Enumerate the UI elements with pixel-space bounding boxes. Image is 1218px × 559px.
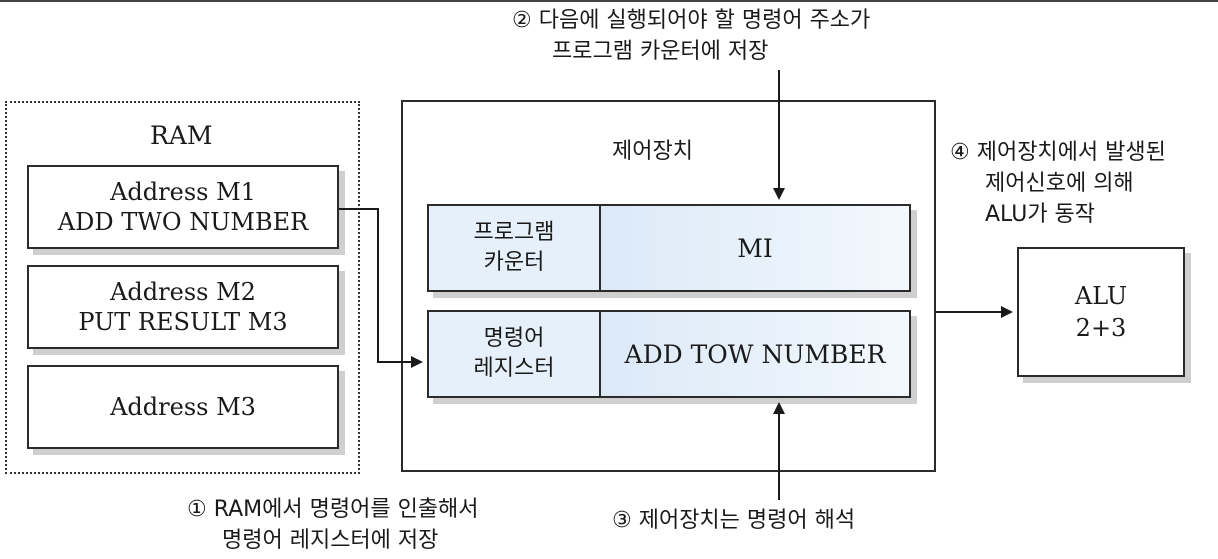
step2-caption-line2: 프로그램 카운터에 저장 [552,39,769,64]
alu-box: ALU 2+3 [1017,247,1185,377]
ram-cell-m1: Address M1 ADD TWO NUMBER [27,165,339,249]
instruction-register-label: 명령어 레지스터 [429,312,601,396]
instruction-register: 명령어 레지스터 ADD TOW NUMBER [427,310,911,398]
instruction-register-label-line2: 레지스터 [473,356,555,381]
program-counter-label: 프로그램 카운터 [429,206,601,290]
ram-group [5,101,360,474]
ram-cell-m2-content: PUT RESULT M3 [78,308,288,336]
ram-cell-m1-address: Address M1 [110,178,256,206]
alu-value: 2+3 [1075,314,1127,342]
ram-title: RAM [150,121,213,150]
instruction-register-label-line1: 명령어 [483,326,545,351]
top-border-line [0,0,1218,2]
step2-caption-line1: ② 다음에 실행되어야 할 명령어 주소가 [512,8,871,33]
program-counter-label-line2: 카운터 [483,250,545,275]
step3-caption: ③ 제어장치는 명령어 해석 [612,508,856,533]
ram-cell-m1-content: ADD TWO NUMBER [57,208,309,236]
step1-caption-line2: 명령어 레지스터에 저장 [222,528,439,553]
instruction-register-value: ADD TOW NUMBER [601,312,909,396]
ram-cell-m2: Address M2 PUT RESULT M3 [27,265,339,349]
ram-cell-m3-address: Address M3 [110,393,256,421]
ram-cell-m3: Address M3 [27,365,339,449]
step4-caption-line2: 제어신호에 의해 [985,171,1134,196]
program-counter-register: 프로그램 카운터 MI [427,204,911,292]
step4-caption-line3: ALU가 동작 [985,202,1096,227]
alu-title: ALU [1074,282,1128,310]
arrow-ram-to-register [339,208,423,368]
ram-cell-m2-address: Address M2 [110,278,256,306]
step1-caption-line1: ① RAM에서 명령어를 인출해서 [187,497,479,522]
step4-caption-line1: ④ 제어장치에서 발생된 [950,140,1166,165]
program-counter-label-line1: 프로그램 [473,220,555,245]
control-unit-title: 제어장치 [612,139,693,164]
program-counter-value: MI [601,206,909,290]
